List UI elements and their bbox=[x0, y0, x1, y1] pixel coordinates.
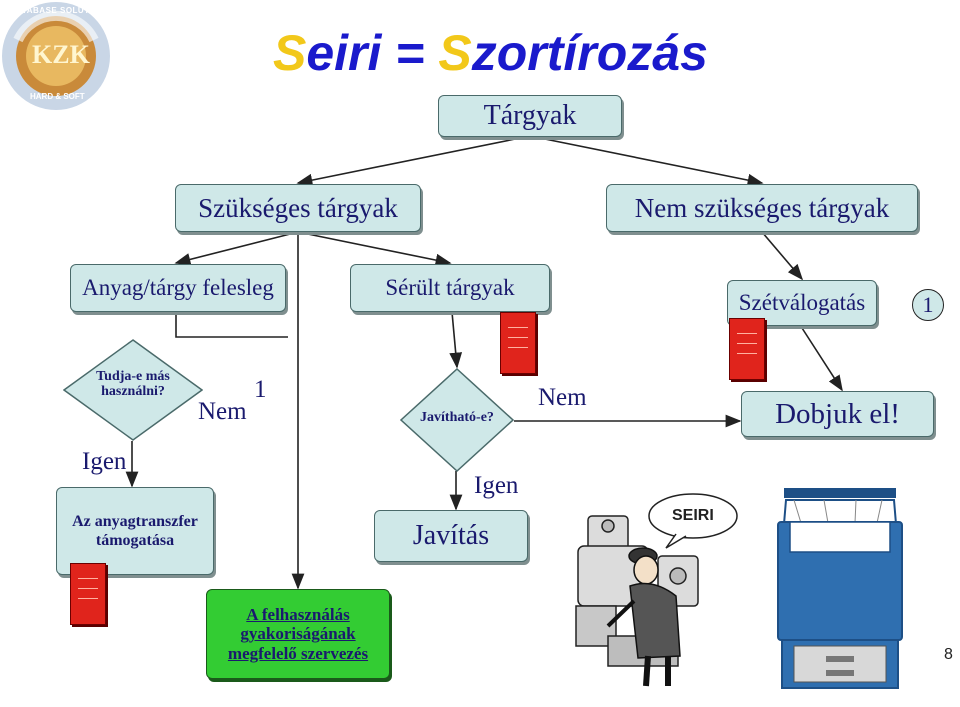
decision-reuse-text: Tudja-e más használni? bbox=[96, 369, 170, 400]
node-surplus: Anyag/tárgy felesleg bbox=[70, 264, 286, 312]
company-logo: KZK DATABASE SOLUTIONS HARD & SOFT bbox=[0, 0, 112, 112]
node-repair: Javítás bbox=[374, 510, 528, 562]
filing-cabinet-illustration bbox=[764, 486, 916, 692]
slide-title: Seiri = Szortírozás bbox=[273, 25, 708, 81]
logo-bottom-text: HARD & SOFT bbox=[30, 92, 85, 101]
node-discard: Dobjuk el! bbox=[741, 391, 934, 437]
red-card-sorting bbox=[729, 318, 765, 380]
label-no-left: Nem bbox=[198, 398, 247, 425]
decision-reuse: Tudja-e más használni? bbox=[62, 339, 204, 441]
label-no-right: Nem bbox=[538, 384, 587, 411]
label-badge-left: 1 bbox=[254, 376, 267, 403]
red-card-damaged bbox=[500, 312, 536, 374]
speech-bubble-text: SEIRI bbox=[672, 507, 714, 524]
cartoon-worker-illustration: SEIRI bbox=[568, 486, 744, 692]
logo-ring-text: DATABASE SOLUTIONS bbox=[10, 6, 112, 15]
red-card-transfer bbox=[70, 563, 106, 625]
node-sorting: Szétválogatás bbox=[727, 280, 877, 326]
node-damaged: Sérült tárgyak bbox=[350, 264, 550, 312]
decision-repair: Javítható-e? bbox=[399, 367, 515, 473]
label-yes-left: Igen bbox=[82, 448, 127, 475]
node-root: Tárgyak bbox=[438, 95, 622, 137]
badge-sort: 1 bbox=[912, 289, 944, 321]
decision-repair-text: Javítható-e? bbox=[420, 410, 494, 425]
page-number: 8 bbox=[944, 646, 953, 663]
logo-center-text: KZK bbox=[32, 40, 90, 69]
node-not-needed: Nem szükséges tárgyak bbox=[606, 184, 918, 232]
label-yes-right: Igen bbox=[474, 472, 519, 499]
node-transfer: Az anyagtranszfer támogatása bbox=[56, 487, 214, 575]
node-needed: Szükséges tárgyak bbox=[175, 184, 421, 232]
node-organize: A felhasználás gyakoriságának megfelelő … bbox=[206, 589, 390, 679]
